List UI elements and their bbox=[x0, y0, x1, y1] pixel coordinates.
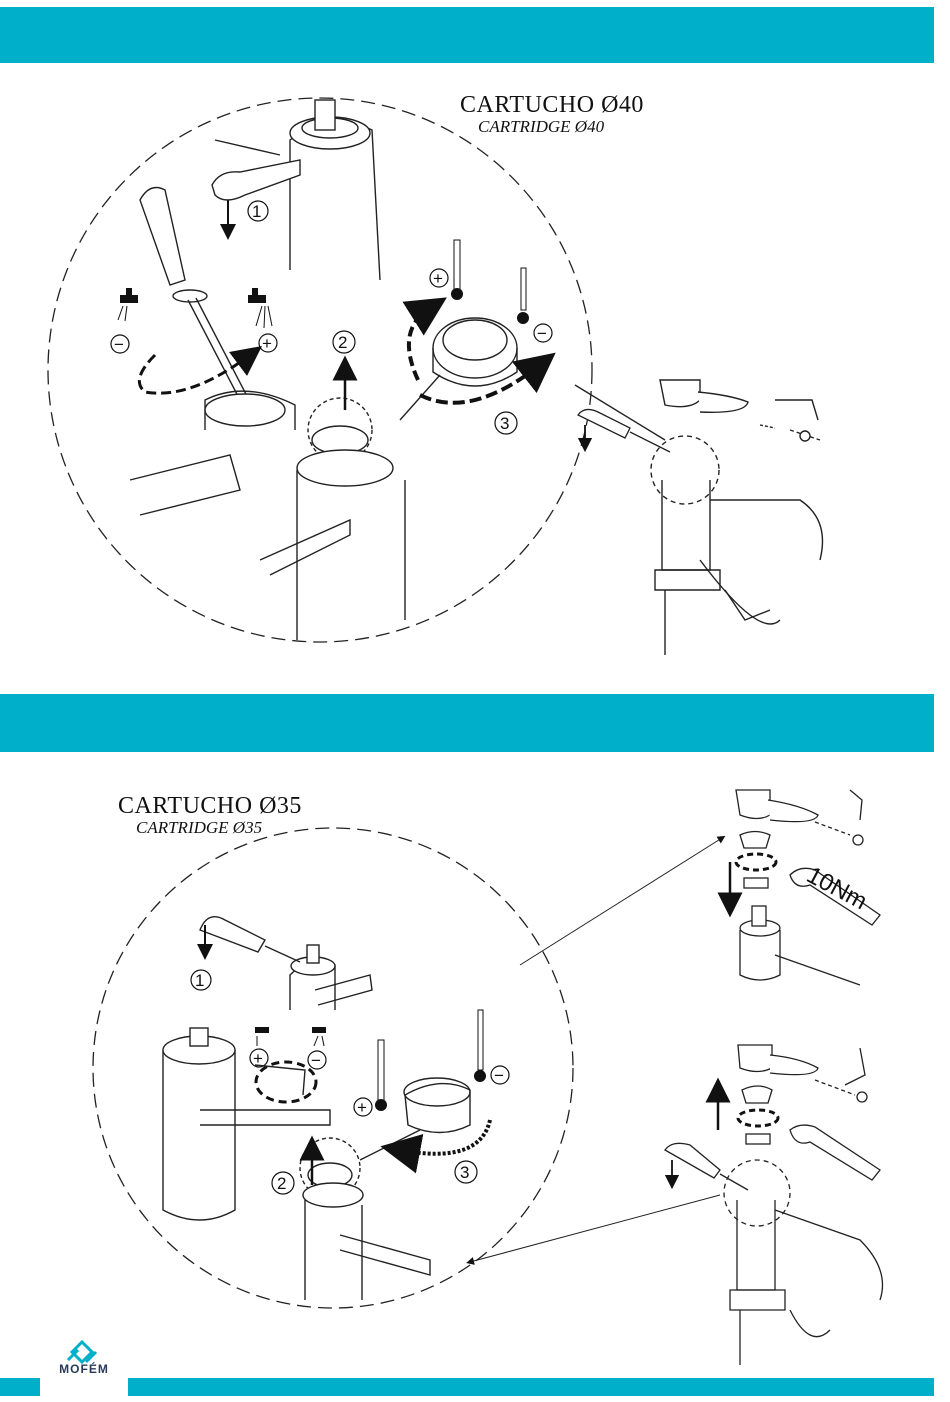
minus-label: − bbox=[114, 335, 124, 354]
minus-label: − bbox=[537, 324, 547, 343]
hot-tap-icon bbox=[248, 288, 272, 328]
hot-thermometer-icon: + bbox=[430, 240, 463, 300]
cartridge-40-step1-number: 1 bbox=[252, 202, 261, 221]
minus-label: − bbox=[311, 1051, 321, 1070]
minus-label: − bbox=[494, 1066, 504, 1085]
rotation-arrow-up bbox=[409, 308, 430, 380]
cartridge-40-detail-circle bbox=[48, 98, 592, 642]
cartridge-35-limiter-ring bbox=[360, 1078, 470, 1160]
pointer-line-lower bbox=[470, 1195, 720, 1262]
cartridge-40-limiter-ring bbox=[400, 318, 517, 420]
cold-tap-icon bbox=[118, 288, 138, 321]
cartridge-35-step1-arrow: 1 bbox=[191, 925, 211, 990]
cartridge-35-step2-number: 2 bbox=[277, 1174, 286, 1193]
cartridge-40-step2-number: 2 bbox=[338, 333, 347, 352]
brand-name: MOFÉM bbox=[44, 1362, 124, 1376]
cartridge-35-hot-thermometer-icon: + bbox=[354, 1040, 387, 1117]
plus-label: + bbox=[357, 1098, 367, 1117]
brand-logo: MOFÉM bbox=[44, 1340, 124, 1376]
cartridge-35-step3-number: 3 bbox=[460, 1163, 469, 1182]
plus-label: + bbox=[262, 334, 272, 353]
cartridge-40-body-step1 bbox=[212, 100, 380, 280]
cartridge-35-cold-thermometer-icon: − bbox=[474, 1010, 509, 1085]
cartridge-40-step3-number: 3 bbox=[500, 414, 509, 433]
cartridge-40-step3-label: 3 bbox=[495, 412, 517, 434]
cartridge-40-minus-sign-left: − bbox=[111, 335, 129, 354]
cartridge-40-step1-arrow: 1 bbox=[228, 200, 268, 232]
cartridge-35-step3-label: 3 bbox=[455, 1161, 477, 1183]
pointer-line-upper bbox=[520, 838, 722, 965]
torque-value: 10Nm bbox=[802, 861, 871, 915]
cartridge-35-step2-cartridge bbox=[300, 1138, 430, 1300]
cartridge-40-plus-sign-left: + bbox=[259, 334, 277, 353]
cartridge-40-screwdriver-small bbox=[578, 409, 670, 452]
cold-thermometer-icon: − bbox=[517, 268, 552, 343]
cartridge-35-body-step1 bbox=[200, 917, 372, 1010]
cartridge-35-step1-number: 1 bbox=[195, 971, 204, 990]
cartridge-40-lower-body bbox=[130, 391, 295, 515]
cartridge-40-step2-arrow: 2 bbox=[333, 331, 355, 410]
cartridge-40-step2-cartridge bbox=[260, 398, 405, 640]
exploded-view-remove bbox=[665, 1045, 883, 1365]
plus-label: + bbox=[433, 269, 443, 288]
